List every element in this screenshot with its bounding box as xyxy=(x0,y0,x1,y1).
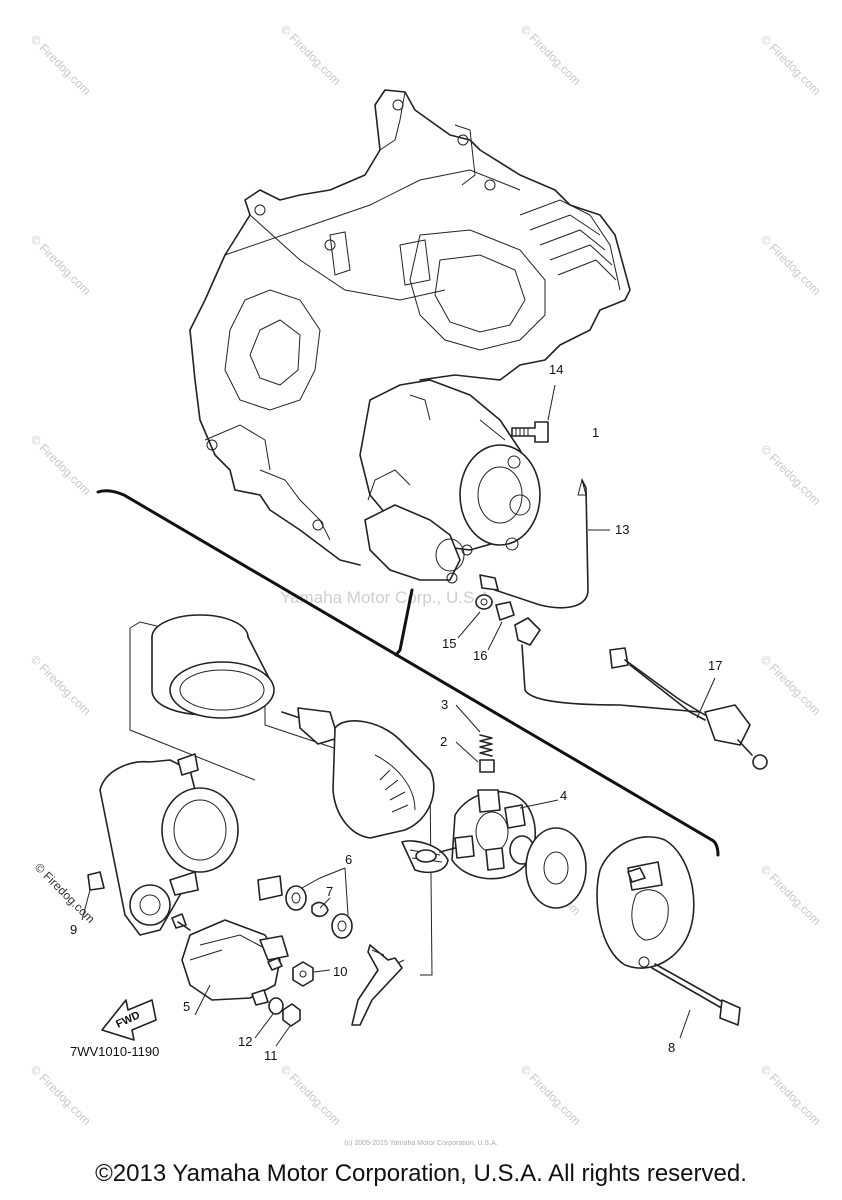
watermark-dark: © Firedog.com xyxy=(32,860,98,926)
callout-1: 1 xyxy=(592,425,599,440)
yoke-drawing xyxy=(151,614,275,719)
tiny-notice: (c) 2005-2015 Yamaha Motor Corporation, … xyxy=(344,1140,498,1147)
starter-motor-assembly xyxy=(359,379,541,584)
callout-14: 14 xyxy=(549,362,563,377)
watermark: © Firedog.com xyxy=(758,232,824,298)
through-bolt-drawing xyxy=(651,963,741,1039)
callout-7: 7 xyxy=(326,884,333,899)
watermark: © Firedog.com xyxy=(28,432,94,498)
terminal-nuts-drawing xyxy=(457,574,701,713)
exploded-view-bracket xyxy=(96,489,720,857)
watermark: © Firedog.com xyxy=(758,32,824,98)
wire-harness-17-drawing xyxy=(609,647,768,770)
callout-2: 2 xyxy=(440,734,447,749)
callout-5: 5 xyxy=(183,999,190,1014)
watermark: © Firedog.com xyxy=(518,22,584,88)
watermark: © Firedog.com xyxy=(758,652,824,718)
washer-end-drawing xyxy=(509,827,587,909)
watermark: © Firedog.com xyxy=(278,22,344,88)
lead-wire-13-drawing xyxy=(494,478,610,609)
solenoid-drawing xyxy=(171,913,289,1016)
center-watermark: Yamaha Motor Corp., U.S.A. xyxy=(280,588,495,607)
callout-13: 13 xyxy=(615,522,629,537)
callout-3: 3 xyxy=(441,697,448,712)
watermark: © Firedog.com xyxy=(278,1062,344,1128)
callout-10: 10 xyxy=(333,964,347,979)
callout-17: 17 xyxy=(708,658,722,673)
bracket-leader xyxy=(394,588,414,657)
callout-16: 16 xyxy=(473,648,487,663)
watermark: © Firedog.com xyxy=(758,442,824,508)
callout-8: 8 xyxy=(668,1040,675,1055)
spring-brush-drawing xyxy=(455,704,495,773)
callout-12: 12 xyxy=(238,1034,252,1049)
callout-11: 11 xyxy=(264,1048,278,1063)
end-cover-drawing xyxy=(596,836,695,969)
watermark: © Firedog.com xyxy=(518,1062,584,1128)
nuts-drawing xyxy=(254,961,331,1047)
watermark: © Firedog.com xyxy=(28,232,94,298)
copyright-notice: ©2013 Yamaha Motor Corporation, U.S.A. A… xyxy=(95,1160,747,1187)
armature-drawing xyxy=(281,707,449,874)
callout-4: 4 xyxy=(560,788,567,803)
watermark: © Firedog.com xyxy=(28,652,94,718)
callout-15: 15 xyxy=(442,636,456,651)
fwd-arrow-icon: FWD xyxy=(101,999,157,1041)
callout-6: 6 xyxy=(345,852,352,867)
front-bracket-drawing xyxy=(81,753,239,936)
watermark: © Firedog.com xyxy=(758,862,824,928)
callout-9: 9 xyxy=(70,922,77,937)
crankcase-drawing xyxy=(189,89,631,566)
bolt-14-drawing xyxy=(511,384,556,443)
watermark: © Firedog.com xyxy=(28,1062,94,1128)
diagram-code: 7WV1010-1190 xyxy=(70,1044,160,1059)
watermark: © Firedog.com xyxy=(758,1062,824,1128)
watermark: © Firedog.com xyxy=(28,32,94,98)
callout-labels: 1 2 3 4 5 6 7 8 9 10 11 12 13 14 15 16 1… xyxy=(70,362,722,1063)
pinion-parts-drawing xyxy=(257,867,405,1026)
